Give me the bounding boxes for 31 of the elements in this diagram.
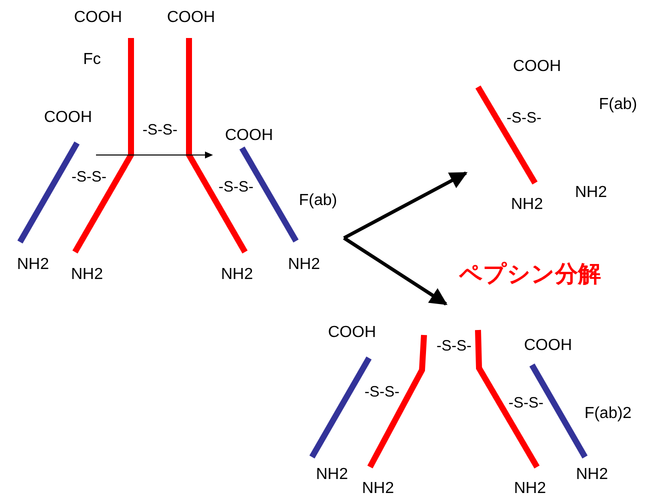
chain-label: -S-S- [364,384,400,400]
chain-label: -S-S- [218,180,254,194]
chain-label: NH2 [576,467,608,483]
chain-label: NH2 [575,185,607,201]
chain-label: COOH [513,59,561,75]
chain-label: F(ab) [298,193,338,209]
chain-label: Fc [83,52,101,68]
chain-label: NH2 [221,267,253,283]
chain-label: -S-S- [506,110,542,126]
chain-label: F(ab) [598,97,638,113]
chain-label: NH2 [514,481,546,497]
chain-label: COOH [524,338,572,354]
chain-label: -S-S- [72,170,106,184]
chain-label: NH2 [71,267,103,283]
chain-label: NH2 [316,467,348,483]
arrow [343,171,468,240]
chain-label: COOH [44,110,92,126]
chain-label: NH2 [511,197,543,213]
chain-label: -S-S- [436,338,472,354]
caption-label: ペプシン分解 [459,264,601,286]
arrow [343,236,448,306]
chain-label: COOH [74,10,122,26]
chain-label: NH2 [17,257,49,273]
chain-label: -S-S- [508,396,544,410]
chain-label: F(ab)2 [584,406,632,422]
chain-label: -S-S- [142,122,178,138]
chain-label: NH2 [288,257,320,273]
chain-label: COOH [167,10,215,26]
chain-label: NH2 [362,481,394,497]
chain-label: COOH [328,325,376,341]
chain-label: COOH [225,128,273,144]
